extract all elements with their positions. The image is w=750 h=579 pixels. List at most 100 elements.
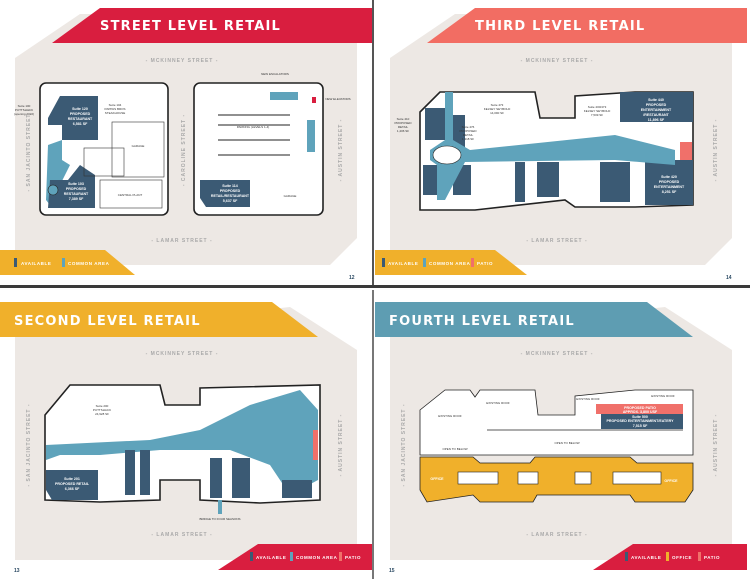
existing-roof-label: EXISTING ROOF xyxy=(576,397,600,401)
legend-available: AVAILABLE xyxy=(388,261,418,266)
suite-120-area: 6,581 SF xyxy=(73,122,88,126)
suite-440-area: 11,896 SF xyxy=(648,118,665,122)
existing-roof-label: EXISTING ROOF xyxy=(651,394,675,398)
suite-100-tenant: PUTTSHACK xyxy=(15,108,33,112)
suite-420-type: PROPOSED xyxy=(659,180,680,184)
legend-band xyxy=(218,544,372,570)
elevator-note: NEW ELEVATORS xyxy=(325,97,350,101)
suite-201-label: Suite 201 xyxy=(64,477,80,481)
suite-400-area: 7,509 SF xyxy=(591,113,603,117)
suite-410-label: Suite 410 xyxy=(397,117,410,121)
suite-201-type: PROPOSED RETAIL xyxy=(55,482,90,486)
suite-120-use: RESTAURANT xyxy=(68,117,93,121)
floor-plan-west-block: Suite 120 PROPOSED RESTAURANT 6,581 SF S… xyxy=(14,82,169,216)
suite-476-label: Suite 476 xyxy=(462,125,475,129)
legend-patio: PATIO xyxy=(704,555,720,560)
suite-473-label: Suite 473 xyxy=(491,103,504,107)
legend-office: OFFICE xyxy=(672,555,692,560)
legend-common-area: COMMON AREA xyxy=(68,261,110,266)
legend-swatch-patio xyxy=(698,552,701,561)
page-title: THIRD LEVEL RETAIL xyxy=(475,19,645,34)
suite-476-area: 1,318 SF xyxy=(462,137,474,141)
street-label-east: - AUSTIN STREET - xyxy=(338,119,344,182)
street-label-middle: - CAROLINE STREET - xyxy=(181,114,187,186)
central-plant-label: CENTRAL PLANT xyxy=(118,193,143,197)
suite-410-area: 1,406 SF xyxy=(397,129,409,133)
page-title: FOURTH LEVEL RETAIL xyxy=(389,314,575,329)
legend-swatch-common xyxy=(423,258,426,267)
legend-swatch-office xyxy=(666,552,669,561)
street-label-north: - MCKINNEY STREET - xyxy=(146,351,219,357)
legend-swatch-common xyxy=(62,258,65,267)
suite-400-label: Suite 400/473 xyxy=(588,105,607,109)
suite-440-type: PROPOSED xyxy=(646,103,667,107)
street-label-south: - LAMAR STREET - xyxy=(526,532,587,538)
patio-label: PROPOSED PATIO xyxy=(624,406,656,410)
legend: AVAILABLE COMMON AREA PATIO xyxy=(382,258,492,267)
suite-420-label: Suite 420 xyxy=(661,175,677,179)
suite-103-area: 7,389 SF xyxy=(69,197,84,201)
page-street-level: STREET LEVEL RETAIL - MCKINNEY STREET - … xyxy=(0,8,372,281)
suite-476-use: RETAIL xyxy=(463,133,474,137)
suite-440-label: Suite 440 xyxy=(648,98,664,102)
suite-114-use: RETAIL/RESTAURANT xyxy=(211,194,250,198)
suite-104-tenant: PAPPAS BROS xyxy=(105,107,126,111)
street-label-south: - LAMAR STREET - xyxy=(526,238,587,244)
suite-500-use: PROPOSED ENTERTAINMENT/EATERY xyxy=(606,419,674,423)
page-third-level: THIRD LEVEL RETAIL - MCKINNEY STREET - -… xyxy=(375,8,747,281)
suite-103-use: RESTAURANT xyxy=(64,192,89,196)
suite-104-label: Suite 104 xyxy=(109,103,122,107)
legend-available: AVAILABLE xyxy=(631,555,661,560)
escalator-note: NEW ESCALATORS xyxy=(261,72,289,76)
legend-band xyxy=(593,544,747,570)
page-divider xyxy=(372,0,374,286)
legend-common-area: COMMON AREA xyxy=(296,555,338,560)
legend-swatch-available xyxy=(382,258,385,267)
suite-100-label: Suite 100 xyxy=(18,104,31,108)
page-number: 12 xyxy=(349,275,355,281)
suite-114-type: PROPOSED xyxy=(220,189,241,193)
title-banner xyxy=(375,302,693,337)
suite-420-use: ENTERTAINMENT xyxy=(654,185,685,189)
street-label-north: - MCKINNEY STREET - xyxy=(146,58,219,64)
page-divider xyxy=(0,285,750,288)
floor-plan: Suite 200 PUTTSHACK 24,928 SF Suite 201 … xyxy=(44,384,321,521)
street-label-south: - LAMAR STREET - xyxy=(151,238,212,244)
legend-band xyxy=(0,250,135,275)
page-divider xyxy=(372,290,374,579)
legend-swatch-common xyxy=(290,552,293,561)
street-label-east: - AUSTIN STREET - xyxy=(713,119,719,182)
legend-swatch-available xyxy=(625,552,628,561)
title-banner xyxy=(0,302,318,337)
page-fourth-level: FOURTH LEVEL RETAIL - MCKINNEY STREET - … xyxy=(375,302,747,574)
suite-440-use2: /RESTAURANT xyxy=(643,113,669,117)
legend-swatch-patio xyxy=(339,552,342,561)
bridge-note: BRIDGE TO FOUR SEASONS xyxy=(199,517,240,521)
legend: AVAILABLE OFFICE PATIO xyxy=(625,552,720,561)
suite-200-label: Suite 200 xyxy=(96,404,109,408)
page-title: STREET LEVEL RETAIL xyxy=(100,19,281,34)
page-number: 14 xyxy=(726,275,732,281)
title-banner xyxy=(427,8,747,43)
suite-100-note: (opening 2022) xyxy=(14,112,34,116)
floor-plan-east-block: PARKING (LEVELS 1-4) Suite 114 PROPOSED … xyxy=(193,72,351,216)
street-label-west: - SAN JACINTO STREET - xyxy=(26,108,32,191)
page-number: 13 xyxy=(14,568,20,574)
suite-410-type: PROPOSED xyxy=(394,121,412,125)
legend-band xyxy=(375,250,527,275)
suite-103-label: Suite 103 xyxy=(68,182,84,186)
suite-476-type: PROPOSED xyxy=(459,129,477,133)
legend-patio: PATIO xyxy=(345,555,361,560)
legend-available: AVAILABLE xyxy=(256,555,286,560)
suite-200-area: 24,928 SF xyxy=(95,412,109,416)
patio-area: APPROX. 3,800 USF xyxy=(623,410,658,414)
floor-plan: Suite 473 KELSEY SEYBOLD 14,090 SF Suite… xyxy=(394,91,694,211)
suite-104-use: STEAKHOUSE xyxy=(105,111,126,115)
floor-plan: PROPOSED PATIO APPROX. 3,800 USF Suite 5… xyxy=(419,389,694,503)
suite-103-type: PROPOSED xyxy=(66,187,87,191)
suite-500-label: Suite 500 xyxy=(632,415,648,419)
legend-common-area: COMMON AREA xyxy=(429,261,471,266)
office-label-west: OFFICE xyxy=(430,477,444,481)
suite-500 xyxy=(601,414,683,429)
legend-swatch-available xyxy=(250,552,253,561)
